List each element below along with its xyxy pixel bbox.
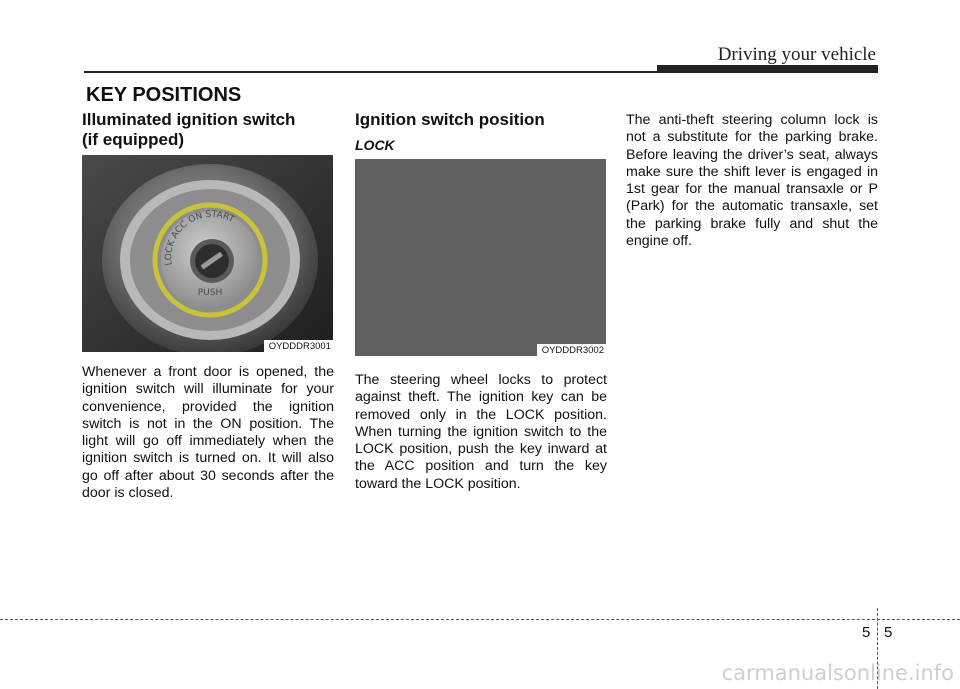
lock-subheading: LOCK <box>355 137 395 153</box>
page-header-title: Driving your vehicle <box>717 44 876 65</box>
steering-lock-note-body: The anti-theft steering column lock is n… <box>626 112 878 250</box>
header-tab <box>657 65 878 72</box>
column-ignition-position: Ignition switch position LOCK OYDDDR3002… <box>355 110 607 493</box>
figure-code: OYDDDR3001 <box>263 340 333 352</box>
column-steering-lock-note: The anti-theft steering column lock is n… <box>626 112 878 250</box>
watermark: carmanualsonline.info <box>721 661 954 685</box>
page-number-divider <box>877 608 878 689</box>
heading-line-2: (if equipped) <box>82 130 184 149</box>
lock-position-photo: OYDDDR3002 <box>355 159 606 356</box>
illuminated-switch-heading: Illuminated ignition switch (if equipped… <box>82 110 334 150</box>
ignition-ring-label: LOCK ACC ON START <box>164 210 236 266</box>
illuminated-switch-body: Whenever a front door is opened, the ign… <box>82 364 334 502</box>
ignition-switch-illustration <box>82 155 333 352</box>
figure-code: OYDDDR3002 <box>536 344 606 356</box>
page-number: 5 <box>884 624 893 641</box>
header-rule <box>84 71 878 73</box>
page-title: KEY POSITIONS <box>86 84 242 106</box>
column-illuminated-switch: Illuminated ignition switch (if equipped… <box>82 110 334 502</box>
heading-line-1: Illuminated ignition switch <box>82 110 296 129</box>
ignition-push-label: PUSH <box>198 288 223 298</box>
lock-position-body: The steering wheel locks to protect agai… <box>355 372 607 492</box>
ignition-position-heading: Ignition switch position <box>355 110 545 129</box>
chapter-number: 5 <box>862 624 871 641</box>
ignition-switch-photo: LOCK ACC ON START PUSH OYDDDR3001 <box>82 155 333 352</box>
footer-rule <box>0 619 960 620</box>
